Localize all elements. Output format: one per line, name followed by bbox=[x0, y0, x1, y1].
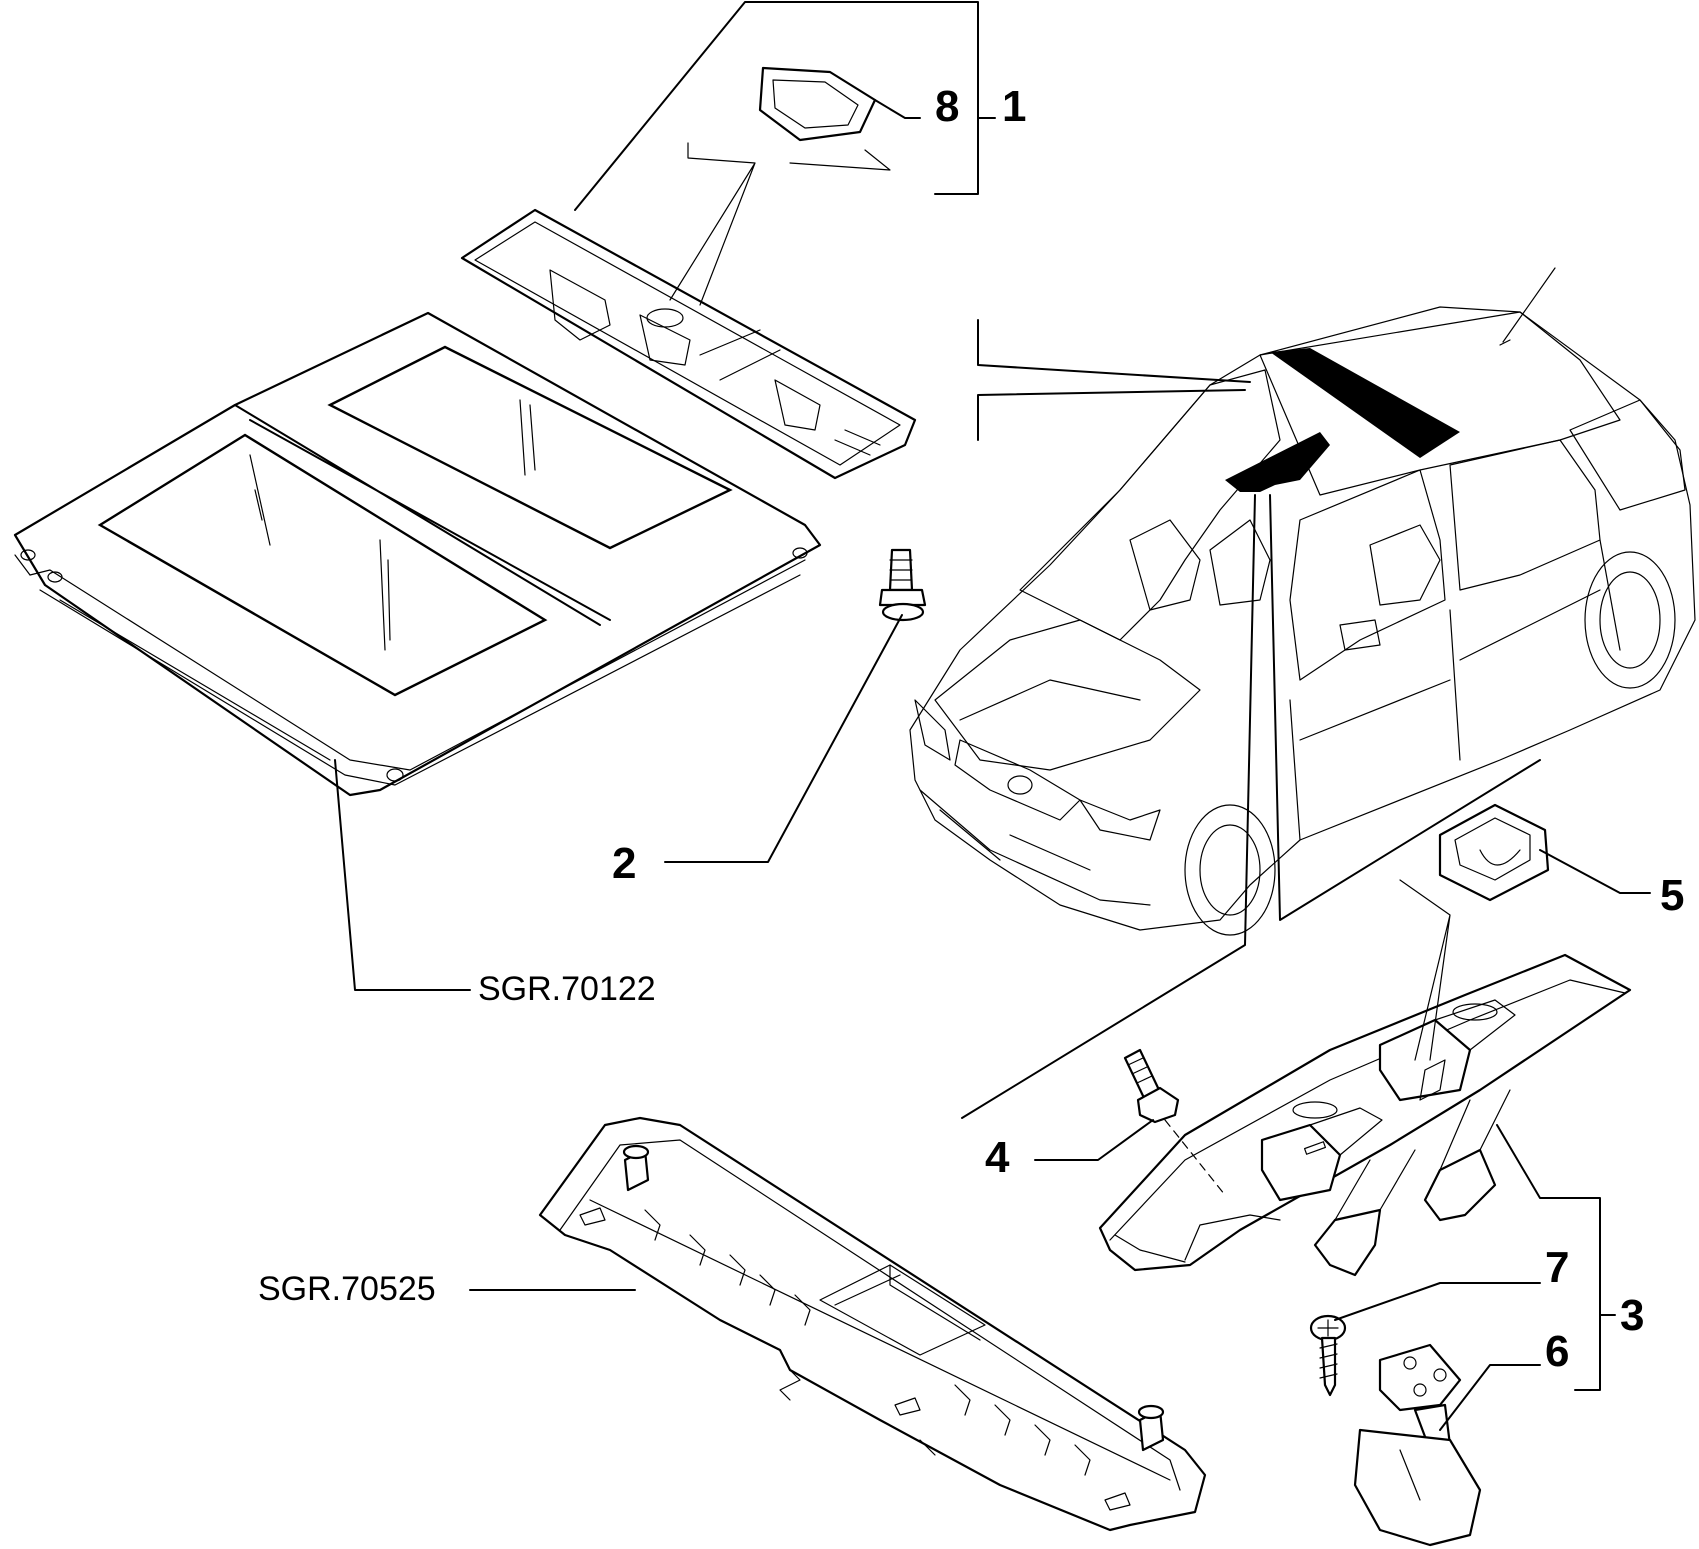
callout-3: 3 bbox=[1620, 1291, 1644, 1340]
callout-5: 5 bbox=[1660, 871, 1684, 920]
callout-4: 4 bbox=[985, 1133, 1010, 1182]
leader-7 bbox=[1334, 1282, 1541, 1321]
car-illustration bbox=[909, 267, 1696, 936]
car-ref-line-console bbox=[1269, 494, 1541, 921]
rear-view-mirror bbox=[1353, 1343, 1482, 1547]
leader-6 bbox=[1439, 1364, 1541, 1431]
leader-4 bbox=[1034, 1119, 1154, 1161]
roof-panel bbox=[13, 311, 822, 797]
highlighted-console-area bbox=[1225, 432, 1330, 492]
leader-roof bbox=[334, 759, 471, 991]
callout-6: 6 bbox=[1545, 1327, 1569, 1376]
lower-console-reference-label: SGR.70525 bbox=[258, 1270, 436, 1308]
car-ref-line-top bbox=[977, 319, 1251, 383]
lower-console bbox=[538, 1116, 1207, 1532]
console-trim-panel bbox=[460, 208, 917, 480]
callout-1: 1 bbox=[1002, 82, 1026, 131]
leader-1-frame bbox=[574, 1, 979, 211]
light-lens bbox=[758, 66, 877, 142]
callout-2: 2 bbox=[612, 839, 636, 888]
leader-5 bbox=[1539, 849, 1651, 894]
clip-part bbox=[878, 548, 927, 622]
bolt-part bbox=[1123, 1048, 1180, 1124]
screw-part bbox=[1309, 1314, 1347, 1397]
car-ref-line-4 bbox=[961, 494, 1256, 1119]
clip-insertion-lines bbox=[1399, 879, 1451, 1061]
leader-8 bbox=[874, 99, 921, 119]
lens-leader bbox=[669, 142, 891, 306]
leader-2 bbox=[664, 614, 903, 863]
callout-8: 8 bbox=[935, 82, 959, 131]
overhead-console bbox=[1098, 953, 1632, 1277]
clip-bracket bbox=[1438, 803, 1550, 902]
highlighted-roof-area bbox=[1270, 348, 1460, 458]
car-ref-line-mid bbox=[977, 389, 1246, 441]
roof-reference-label: SGR.70122 bbox=[478, 970, 656, 1008]
bracket-3 bbox=[1496, 1124, 1616, 1391]
callout-7: 7 bbox=[1545, 1243, 1569, 1292]
